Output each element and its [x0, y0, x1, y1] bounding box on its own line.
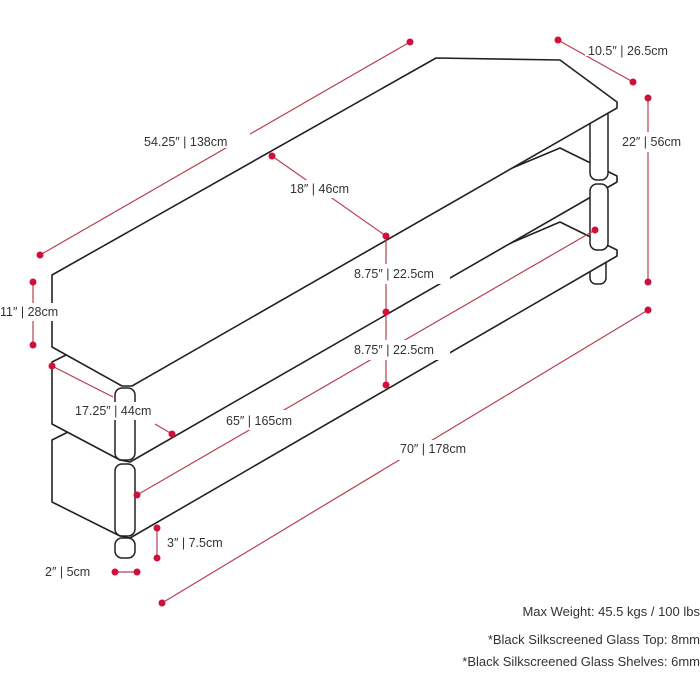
label-gap-lower: 8.75″ | 22.5cm [354, 343, 434, 357]
dimension-labels: 54.25″ | 138cm 10.5″ | 26.5cm 22″ | 56cm… [0, 38, 700, 579]
label-gap-upper: 8.75″ | 22.5cm [354, 267, 434, 281]
leg-front-left-upper [114, 387, 136, 461]
top-shelf [51, 57, 618, 387]
label-overall-width: 70″ | 178cm [400, 442, 466, 456]
label-shelf-width: 65″ | 165cm [226, 414, 292, 428]
max-weight-note: Max Weight: 45.5 kgs / 100 lbs [522, 604, 700, 619]
glass-top-note: *Black Silkscreened Glass Top: 8mm [487, 632, 700, 647]
leg-right-middle [589, 183, 609, 251]
label-side-height: 11″ | 28cm [0, 305, 58, 319]
label-top-width: 54.25″ | 138cm [144, 135, 227, 149]
tv-stand-drawing [51, 57, 618, 559]
label-side-depth: 10.5″ | 26.5cm [588, 44, 668, 58]
glass-shelves-note: *Black Silkscreened Glass Shelves: 6mm [462, 654, 700, 669]
leg-front-left-middle [114, 463, 136, 537]
label-leg-diameter: 2″ | 5cm [45, 565, 90, 579]
label-shelf-depth: 17.25″ | 44cm [75, 404, 151, 418]
leg-front-left-foot [114, 537, 136, 559]
label-leg-height: 3″ | 7.5cm [167, 536, 223, 550]
label-right-height: 22″ | 56cm [622, 135, 681, 149]
label-top-depth: 18″ | 46cm [290, 182, 349, 196]
